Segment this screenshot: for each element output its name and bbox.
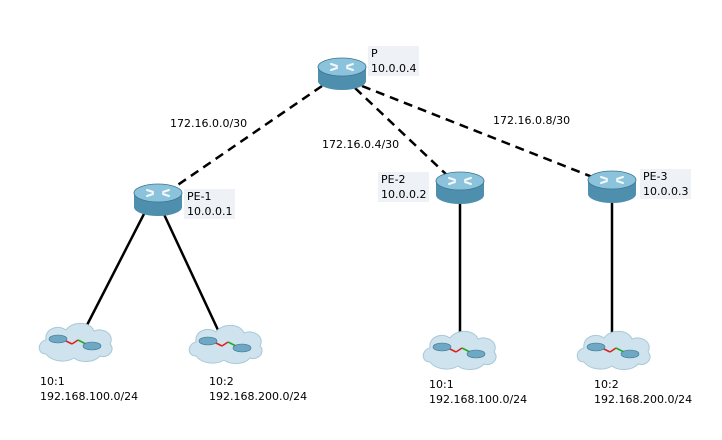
- router-pe2-ip: 10.0.0.2: [381, 188, 427, 201]
- link-p-pe3-subnet: 172.16.0.8/30: [493, 114, 571, 127]
- router-pe2-name: PE-2: [381, 173, 406, 186]
- link-p-pe1: [165, 84, 323, 195]
- link-pe1-cloud1: [83, 209, 148, 330]
- cloud-4-net: 192.168.200.0/24: [594, 393, 693, 406]
- cloud-1-rd: 10:1: [40, 375, 65, 388]
- cloud-2-rd: 10:2: [209, 375, 234, 388]
- router-pe3-label: PE-3 10.0.0.3: [640, 169, 692, 199]
- router-p-name: P: [371, 47, 378, 60]
- router-pe3-name: PE-3: [643, 170, 668, 183]
- network-cloud-icon[interactable]: [420, 326, 500, 372]
- link-p-pe2: [354, 87, 451, 179]
- cloud-3-rd: 10:1: [429, 378, 454, 391]
- link-p-pe3: [361, 84, 601, 182]
- router-p-label: P 10.0.0.4: [368, 46, 420, 76]
- router-pe1-ip: 10.0.0.1: [187, 205, 233, 218]
- router-pe1-name: PE-1: [187, 190, 212, 203]
- router-pe2-label: PE-2 10.0.0.2: [378, 172, 430, 202]
- network-cloud-icon[interactable]: [186, 320, 266, 366]
- cloud-4-rd: 10:2: [594, 378, 619, 391]
- link-p-pe2-subnet: 172.16.0.4/30: [322, 138, 400, 151]
- link-p-pe1-subnet: 172.16.0.0/30: [170, 117, 248, 130]
- router-p-ip: 10.0.0.4: [371, 62, 417, 75]
- router-icon[interactable]: [316, 56, 368, 92]
- link-pe1-cloud2: [160, 209, 220, 331]
- cloud-4-label: 10:2 192.168.200.0/24: [594, 377, 692, 407]
- cloud-2-label: 10:2 192.168.200.0/24: [209, 374, 307, 404]
- router-icon[interactable]: [132, 182, 184, 218]
- router-icon[interactable]: [434, 170, 486, 206]
- cloud-1-net: 192.168.100.0/24: [40, 390, 139, 403]
- network-cloud-icon[interactable]: [574, 326, 654, 372]
- network-cloud-icon[interactable]: [36, 318, 116, 364]
- cloud-3-label: 10:1 192.168.100.0/24: [429, 377, 527, 407]
- cloud-3-net: 192.168.100.0/24: [429, 393, 528, 406]
- cloud-2-net: 192.168.200.0/24: [209, 390, 308, 403]
- router-pe1-label: PE-1 10.0.0.1: [184, 189, 236, 219]
- router-pe3-ip: 10.0.0.3: [643, 185, 689, 198]
- cloud-1-label: 10:1 192.168.100.0/24: [40, 374, 138, 404]
- router-icon[interactable]: [586, 169, 638, 205]
